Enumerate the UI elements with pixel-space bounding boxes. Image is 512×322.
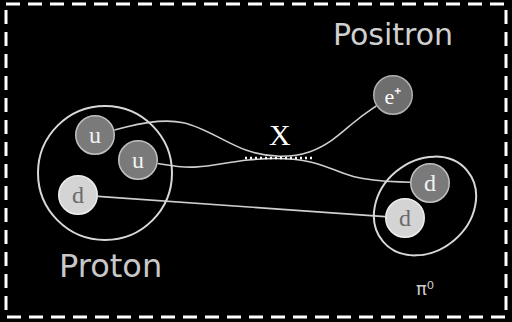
quark-circle: u bbox=[75, 115, 115, 155]
particle-name: Proton bbox=[59, 247, 162, 285]
quark-circle: d bbox=[410, 163, 450, 203]
particle-name: π⁰ bbox=[416, 278, 434, 299]
quark-circle bbox=[76, 116, 115, 155]
quark-label: d bbox=[399, 205, 411, 232]
quark-label: d bbox=[424, 170, 436, 197]
quark-circle: d bbox=[385, 198, 425, 238]
quark-circle bbox=[386, 199, 425, 238]
positron-circle bbox=[374, 76, 413, 115]
quark-line bbox=[158, 159, 410, 183]
quark-label: d bbox=[72, 182, 84, 209]
quark-circle: u bbox=[118, 140, 158, 180]
quark-label: u bbox=[89, 122, 101, 149]
dashed-frame bbox=[6, 4, 506, 317]
quark-line bbox=[98, 196, 385, 216]
proton-outline: uudProton bbox=[37, 105, 173, 241]
quark-circle bbox=[119, 141, 158, 180]
boson-label: X bbox=[269, 118, 291, 152]
pion-outline bbox=[354, 136, 496, 276]
quark-label: u bbox=[132, 147, 144, 174]
proton-outline bbox=[38, 106, 172, 240]
quark-circle: d bbox=[58, 175, 98, 215]
quark-circle bbox=[59, 176, 98, 215]
boson-dotted-line bbox=[245, 157, 315, 160]
quark-circle bbox=[411, 164, 450, 203]
pion-outline: ddπ⁰ bbox=[368, 148, 482, 264]
particle-symbol: e⁺ bbox=[385, 80, 402, 110]
positron-circle: Positrone⁺ bbox=[373, 75, 413, 115]
particle-name: Positron bbox=[333, 17, 453, 52]
